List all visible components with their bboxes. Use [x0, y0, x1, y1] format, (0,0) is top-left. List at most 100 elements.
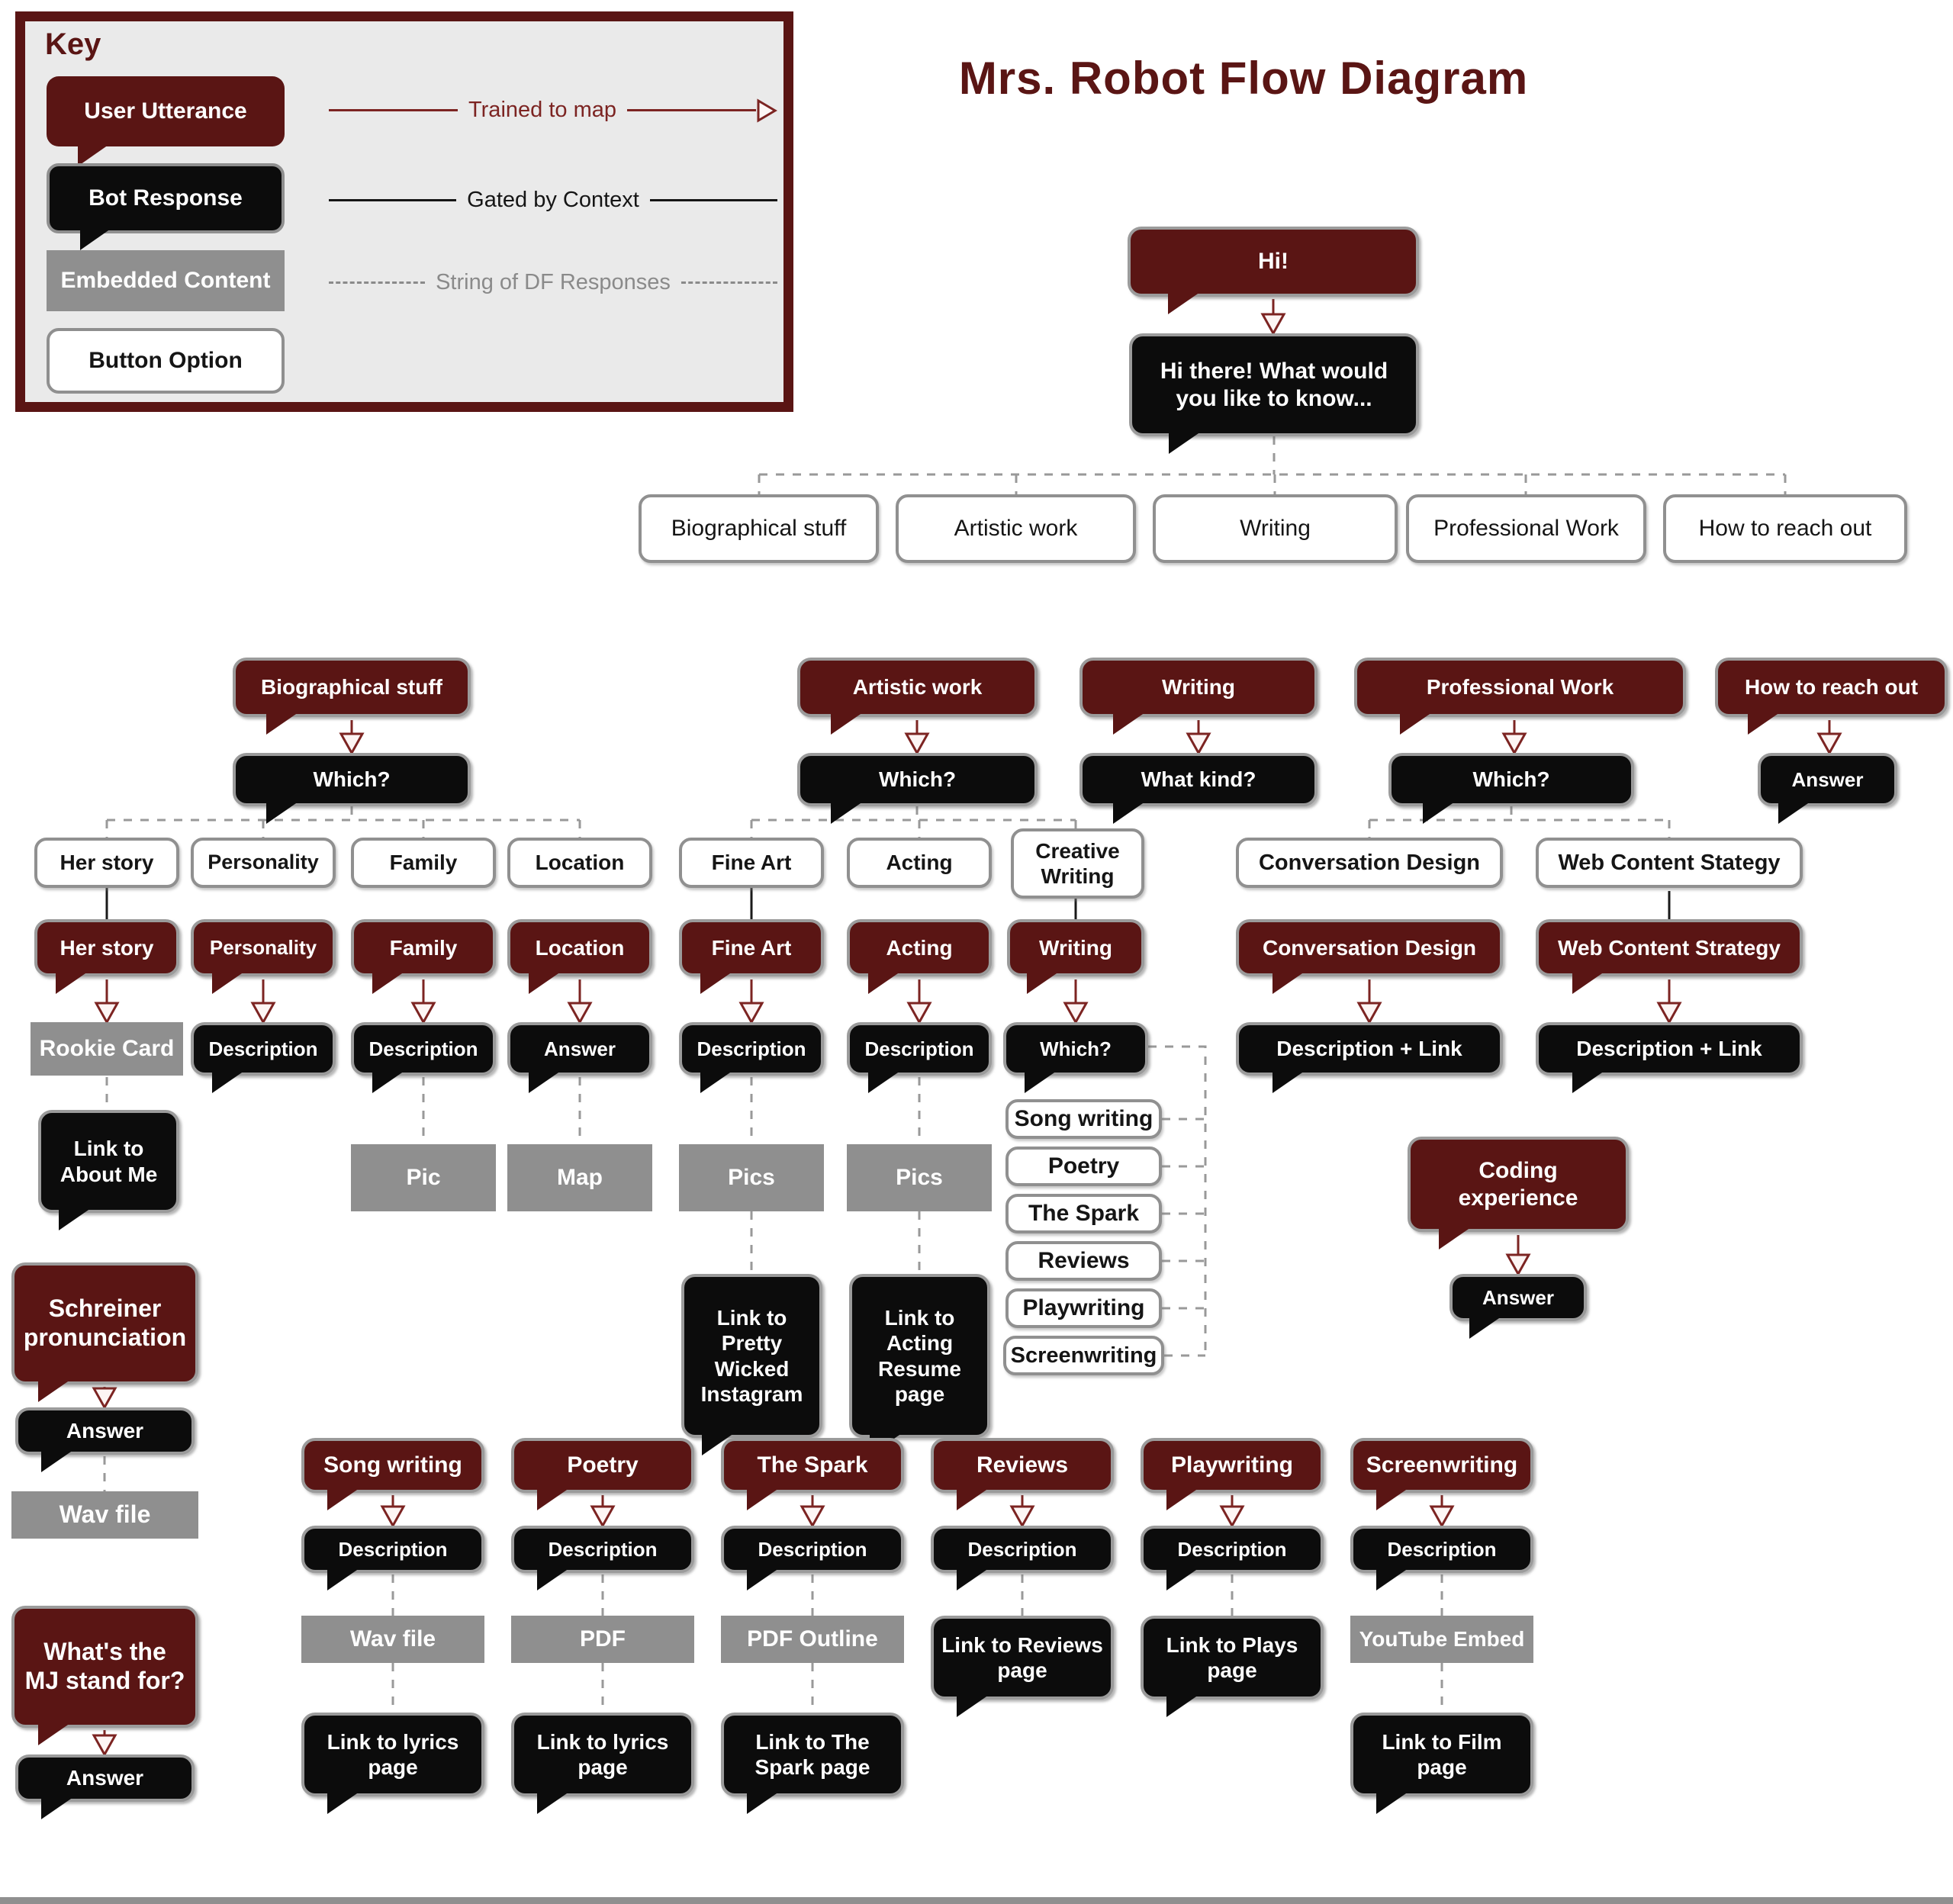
red-arrowhead-icon-4 — [1501, 732, 1527, 756]
location-user-bubble: Location — [507, 919, 652, 994]
red-arrowhead-icon-11 — [906, 1002, 932, 1025]
acting-description-bot-bubble: Description — [847, 1022, 992, 1093]
red-line-segment — [329, 109, 458, 111]
key-heading: Key — [45, 27, 101, 61]
web-content-description-link-bot-bubble: Description + Link — [1536, 1022, 1803, 1093]
how-to-reach-out-button: How to reach out — [1663, 494, 1907, 563]
red-arrowhead-icon-3 — [1186, 732, 1211, 756]
red-arrowhead-icon-8 — [410, 1002, 436, 1025]
writing-cw-user-bubble: Writing — [1007, 919, 1144, 994]
song-wav-file-embed: Wav file — [301, 1616, 484, 1663]
hi-user-bubble: Hi! — [1128, 227, 1419, 314]
her-story-button: Her story — [34, 838, 179, 888]
artistic-work-user-bubble: Artistic work — [797, 658, 1038, 735]
acting-user-bubble: Acting — [847, 919, 992, 994]
black-line-segment — [649, 199, 777, 201]
red-arrowhead-icon-16 — [92, 1387, 117, 1410]
key-string-of-df-responses-line: String of DF Responses — [329, 270, 778, 295]
link-to-lyrics-page-song-bot-bubble: Link to lyrics page — [301, 1713, 484, 1814]
legend-key-panel: Key User Utterance Bot Response Embedded… — [15, 11, 793, 412]
family-user-bubble: Family — [351, 919, 496, 994]
page-title: Mrs. Robot Flow Diagram — [958, 53, 1529, 104]
red-line-segment — [626, 109, 756, 111]
open-arrowhead-icon — [757, 98, 777, 123]
personality-button: Personality — [191, 838, 336, 888]
key-gated-by-context-label: Gated by Context — [467, 188, 639, 212]
link-to-lyrics-page-poetry-bot-bubble: Link to lyrics page — [511, 1713, 694, 1814]
screenwriting-user-bubble: Screenwriting — [1350, 1438, 1533, 1510]
artistic-work-button: Artistic work — [896, 494, 1136, 563]
answer-reach-out-bot-bubble: Answer — [1758, 753, 1897, 824]
red-arrowhead-icon-10 — [738, 1002, 764, 1025]
mj-user-bubble: What's the MJ stand for? — [11, 1606, 198, 1745]
key-user-utterance-swatch: User Utterance — [47, 76, 285, 166]
key-button-option-swatch: Button Option — [47, 328, 285, 394]
writing-user-bubble: Writing — [1079, 658, 1318, 735]
how-to-reach-out-user-bubble: How to reach out — [1715, 658, 1948, 735]
red-arrowhead-icon-15 — [1505, 1253, 1531, 1277]
poetry-option-button: Poetry — [1005, 1147, 1162, 1186]
gray-dashed-segment — [329, 281, 426, 284]
link-to-plays-page-bot-bubble: Link to Plays page — [1141, 1616, 1324, 1717]
hi-there-bot-bubble: Hi there! What would you like to know... — [1129, 333, 1419, 454]
what-kind-bot-bubble: What kind? — [1079, 753, 1318, 824]
professional-work-user-bubble: Professional Work — [1354, 658, 1686, 735]
biographical-stuff-user-bubble: Biographical stuff — [233, 658, 471, 735]
fine-art-button: Fine Art — [679, 838, 824, 888]
poetry-pdf-embed: PDF — [511, 1616, 694, 1663]
playwriting-option-button: Playwriting — [1005, 1288, 1162, 1328]
red-arrowhead-icon-12 — [1063, 1002, 1089, 1025]
red-arrowhead-icon-19 — [590, 1505, 616, 1529]
family-button: Family — [351, 838, 496, 888]
poetry-description-bot-bubble: Description — [511, 1526, 694, 1590]
family-description-bot-bubble: Description — [351, 1022, 496, 1093]
key-trained-to-map-label: Trained to map — [468, 98, 616, 122]
reviews-user-bubble: Reviews — [931, 1438, 1114, 1510]
red-arrowhead-icon-23 — [1429, 1505, 1455, 1529]
key-trained-to-map-line: Trained to map — [329, 98, 777, 123]
map-embed: Map — [507, 1144, 652, 1211]
conversation-design-user-bubble: Conversation Design — [1236, 919, 1503, 994]
red-arrowhead-icon-18 — [380, 1505, 406, 1529]
the-spark-user-bubble: The Spark — [721, 1438, 904, 1510]
schreiner-wav-file-embed: Wav file — [11, 1491, 198, 1539]
playwriting-user-bubble: Playwriting — [1141, 1438, 1324, 1510]
key-gated-by-context-line: Gated by Context — [329, 188, 777, 213]
youtube-embed: YouTube Embed — [1350, 1616, 1533, 1663]
screenwriting-option-button: Screenwriting — [1003, 1336, 1164, 1375]
red-arrowhead-icon-1 — [339, 732, 365, 756]
link-to-pretty-wicked-instagram-bot-bubble: Link to Pretty Wicked Instagram — [681, 1274, 822, 1455]
link-to-acting-resume-page-bot-bubble: Link to Acting Resume page — [849, 1274, 990, 1455]
pic-embed: Pic — [351, 1144, 496, 1211]
biographical-stuff-button: Biographical stuff — [639, 494, 879, 563]
spark-description-bot-bubble: Description — [721, 1526, 904, 1590]
red-arrowhead-icon-7 — [250, 1002, 276, 1025]
reviews-option-button: Reviews — [1005, 1241, 1162, 1281]
red-arrowhead-icon-0 — [1260, 313, 1286, 336]
fine-art-user-bubble: Fine Art — [679, 919, 824, 994]
schreiner-pronunciation-user-bubble: Schreiner pronunciation — [11, 1262, 198, 1402]
which-professional-bot-bubble: Which? — [1388, 753, 1634, 824]
red-arrowhead-icon-9 — [567, 1002, 593, 1025]
red-arrowhead-icon-6 — [94, 1002, 120, 1025]
gray-dashed-segment — [680, 281, 778, 284]
web-content-strategy-user-bubble: Web Content Strategy — [1536, 919, 1803, 994]
her-story-user-bubble: Her story — [34, 919, 179, 994]
playwriting-description-bot-bubble: Description — [1141, 1526, 1324, 1590]
fine-art-description-bot-bubble: Description — [679, 1022, 824, 1093]
which-artistic-bot-bubble: Which? — [797, 753, 1038, 824]
mj-answer-bot-bubble: Answer — [15, 1754, 195, 1819]
song-description-bot-bubble: Description — [301, 1526, 484, 1590]
personality-description-bot-bubble: Description — [191, 1022, 336, 1093]
pics-acting-embed: Pics — [847, 1144, 992, 1211]
schreiner-answer-bot-bubble: Answer — [15, 1407, 195, 1472]
bottom-edge-bar — [0, 1897, 1953, 1904]
key-bot-response-swatch: Bot Response — [47, 163, 285, 250]
professional-work-button: Professional Work — [1406, 494, 1646, 563]
pics-fine-art-embed: Pics — [679, 1144, 824, 1211]
screenwriting-description-bot-bubble: Description — [1350, 1526, 1533, 1590]
link-to-about-me-bot-bubble: Link to About Me — [38, 1110, 179, 1230]
red-arrowhead-icon-22 — [1219, 1505, 1245, 1529]
which-creative-writing-bot-bubble: Which? — [1003, 1022, 1148, 1093]
